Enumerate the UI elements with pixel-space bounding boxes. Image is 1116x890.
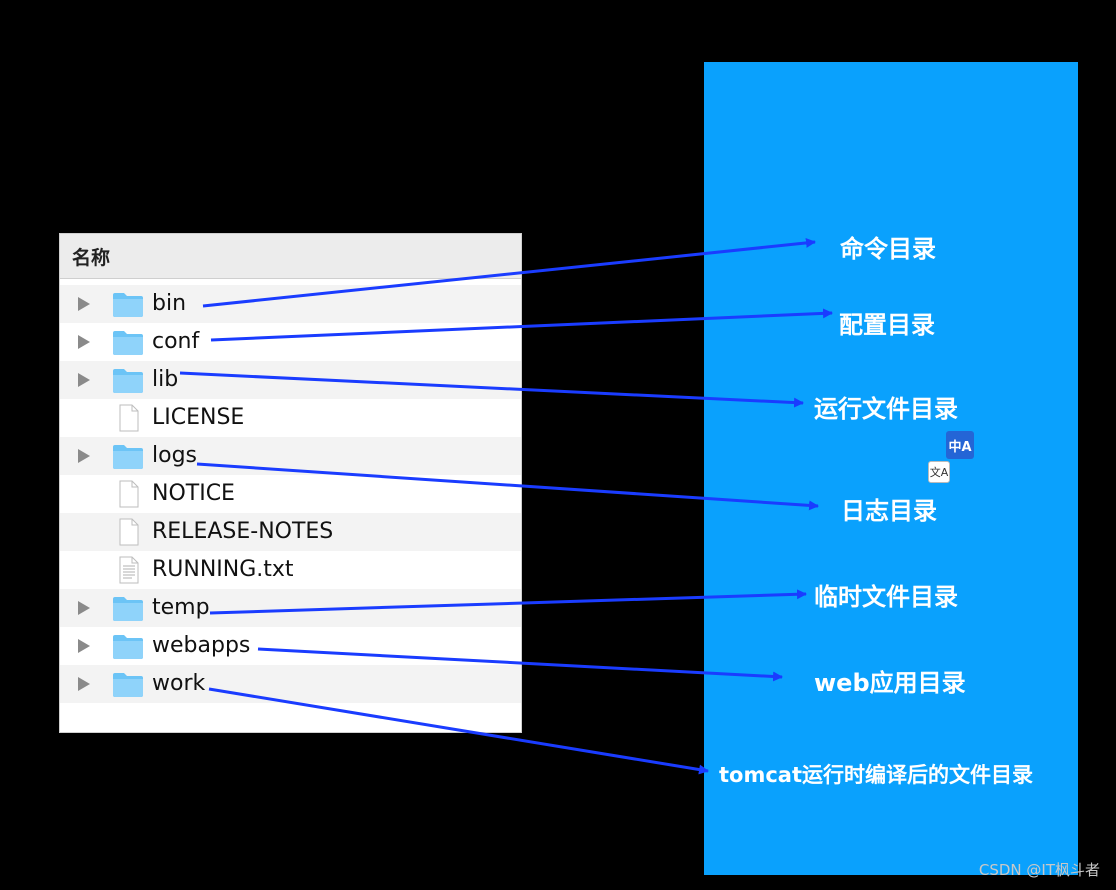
- text-file-icon: [112, 556, 144, 584]
- folder-icon: [112, 290, 144, 318]
- label-logs: 日志目录: [841, 497, 937, 525]
- column-header-name[interactable]: 名称: [60, 234, 521, 279]
- file-row-lib[interactable]: lib: [60, 361, 521, 399]
- file-name: webapps: [152, 633, 251, 658]
- file-row-bin[interactable]: bin: [60, 285, 521, 323]
- file-name: bin: [152, 291, 187, 316]
- file-row-release-notes[interactable]: RELEASE-NOTES: [60, 513, 521, 551]
- file-icon: [112, 480, 144, 508]
- disclosure-triangle-icon[interactable]: [78, 297, 90, 311]
- file-row-temp[interactable]: temp: [60, 589, 521, 627]
- label-work: tomcat运行时编译后的文件目录: [719, 763, 1034, 787]
- disclosure-triangle-icon[interactable]: [78, 373, 90, 387]
- file-name: logs: [152, 443, 197, 468]
- folder-icon: [112, 328, 144, 356]
- watermark: CSDN @IT枫斗者: [978, 861, 1100, 879]
- file-name: work: [152, 671, 206, 696]
- file-name: conf: [152, 329, 200, 354]
- label-temp: 临时文件目录: [814, 583, 958, 611]
- column-header-label: 名称: [72, 246, 111, 269]
- disclosure-triangle-icon[interactable]: [78, 677, 90, 691]
- label-lib: 运行文件目录: [814, 395, 958, 423]
- file-name: lib: [152, 367, 179, 392]
- annotation-panel: [704, 62, 1078, 875]
- disclosure-triangle-icon[interactable]: [78, 601, 90, 615]
- label-webapps: web应用目录: [814, 669, 966, 697]
- disclosure-triangle-icon[interactable]: [78, 449, 90, 463]
- file-icon: [112, 518, 144, 546]
- file-row-conf[interactable]: conf: [60, 323, 521, 361]
- file-row-logs[interactable]: logs: [60, 437, 521, 475]
- file-row-notice[interactable]: NOTICE: [60, 475, 521, 513]
- folder-icon: [112, 632, 144, 660]
- folder-icon: [112, 670, 144, 698]
- file-name: LICENSE: [152, 405, 245, 430]
- file-name: temp: [152, 595, 210, 620]
- file-row-work[interactable]: work: [60, 665, 521, 703]
- translate-icon[interactable]: 中A: [946, 431, 974, 459]
- file-row-webapps[interactable]: webapps: [60, 627, 521, 665]
- folder-icon: [112, 366, 144, 394]
- folder-icon: [112, 442, 144, 470]
- translate-small-icon[interactable]: 文A: [928, 461, 950, 483]
- disclosure-triangle-icon[interactable]: [78, 639, 90, 653]
- file-name: NOTICE: [152, 481, 235, 506]
- file-name: RELEASE-NOTES: [152, 519, 334, 544]
- disclosure-triangle-icon[interactable]: [78, 335, 90, 349]
- folder-icon: [112, 594, 144, 622]
- file-name: RUNNING.txt: [152, 557, 294, 582]
- file-row-license[interactable]: LICENSE: [60, 399, 521, 437]
- file-icon: [112, 404, 144, 432]
- label-bin: 命令目录: [840, 235, 936, 263]
- label-conf: 配置目录: [839, 311, 935, 339]
- file-row-running-txt[interactable]: RUNNING.txt: [60, 551, 521, 589]
